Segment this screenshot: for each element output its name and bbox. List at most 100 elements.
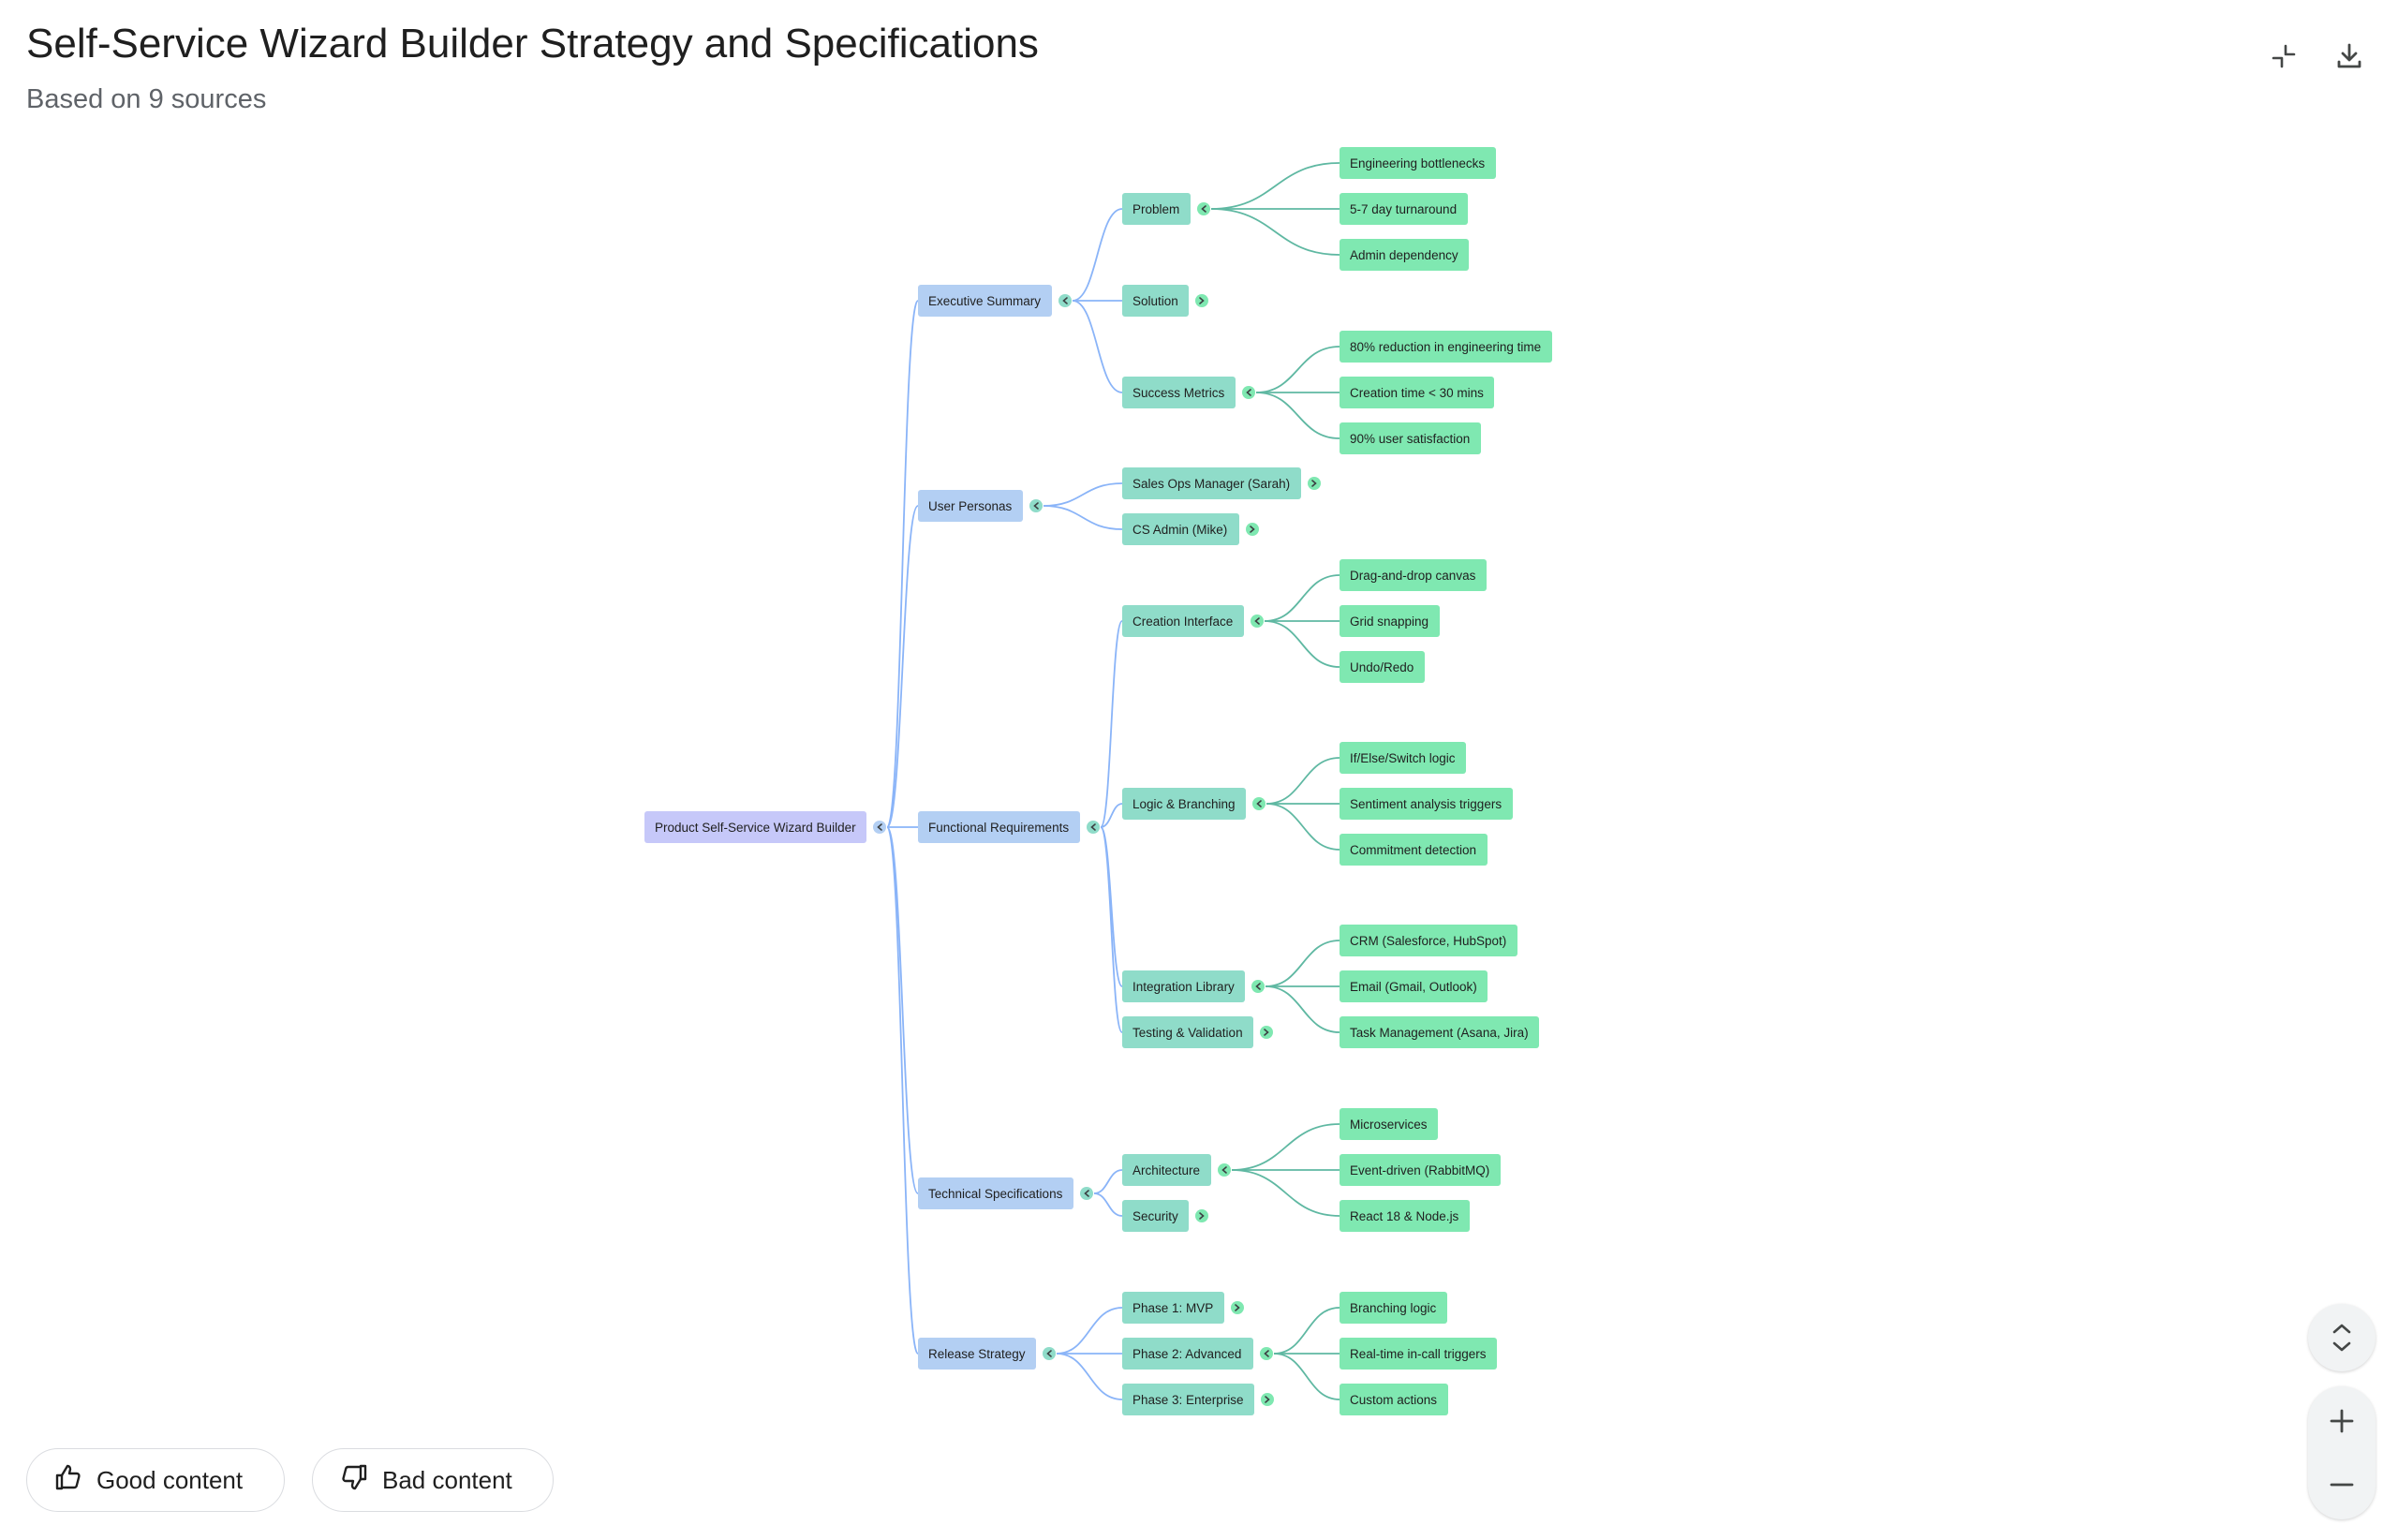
mindmap-node-c1[interactable]: Drag-and-drop canvas: [1340, 559, 1487, 591]
collapse-toggle-icon[interactable]: [1029, 499, 1043, 512]
mindmap-node-a3[interactable]: React 18 & Node.js: [1340, 1200, 1470, 1232]
collapse-toggle-icon[interactable]: [1242, 386, 1255, 399]
collapse-toggle-icon[interactable]: [1197, 202, 1210, 215]
mindmap-node-ent[interactable]: Phase 3: Enterprise: [1122, 1384, 1254, 1415]
minus-icon: [2330, 1483, 2354, 1487]
unfold-icon[interactable]: [2308, 1306, 2376, 1370]
mindmap-node-p3[interactable]: Admin dependency: [1340, 239, 1469, 271]
collapse-toggle-icon[interactable]: [1218, 1163, 1231, 1177]
node-label: Custom actions: [1350, 1393, 1437, 1407]
mindmap-node-security[interactable]: Security: [1122, 1200, 1189, 1232]
node-box: [1340, 239, 1469, 271]
collapse-toggle-icon[interactable]: [1087, 821, 1100, 834]
mindmap-node-p2[interactable]: 5-7 day turnaround: [1340, 193, 1468, 225]
mindmap-node-p1[interactable]: Engineering bottlenecks: [1340, 147, 1496, 179]
mindmap-node-logic[interactable]: Logic & Branching: [1122, 788, 1246, 820]
node-box: [1122, 1016, 1253, 1048]
mindmap-node-exec[interactable]: Executive Summary: [918, 285, 1052, 317]
mindmap-node-adv[interactable]: Phase 2: Advanced: [1122, 1338, 1253, 1370]
mindmap-node-r3[interactable]: Custom actions: [1340, 1384, 1448, 1415]
mindmap-node-c3[interactable]: Undo/Redo: [1340, 651, 1425, 683]
mindmap-node-r1[interactable]: Branching logic: [1340, 1292, 1447, 1324]
mindmap-node-func[interactable]: Functional Requirements: [918, 811, 1080, 843]
node-label: Task Management (Asana, Jira): [1350, 1026, 1529, 1040]
expand-toggle-icon[interactable]: [1231, 1301, 1244, 1314]
mindmap-node-tech[interactable]: Technical Specifications: [918, 1177, 1073, 1209]
mindmap-node-solution[interactable]: Solution: [1122, 285, 1189, 317]
node-label: 5-7 day turnaround: [1350, 202, 1457, 216]
bad-content-button[interactable]: Bad content: [312, 1448, 554, 1512]
mindmap-node-a1[interactable]: Microservices: [1340, 1108, 1438, 1140]
mindmap-node-arch[interactable]: Architecture: [1122, 1154, 1211, 1186]
edge-a1: [1231, 1123, 1340, 1171]
mindmap-node-c2[interactable]: Grid snapping: [1340, 605, 1440, 637]
mindmap-node-testing[interactable]: Testing & Validation: [1122, 1016, 1253, 1048]
mindmap-node-m1[interactable]: 80% reduction in engineering time: [1340, 331, 1552, 363]
node-box: [1340, 147, 1496, 179]
node-label: Logic & Branching: [1132, 797, 1236, 811]
mindmap-node-m3[interactable]: 90% user satisfaction: [1340, 422, 1481, 454]
collapse-toggle-icon[interactable]: [1251, 980, 1265, 993]
mindmap-node-problem[interactable]: Problem: [1122, 193, 1191, 225]
mindmap-node-sarah[interactable]: Sales Ops Manager (Sarah): [1122, 467, 1301, 499]
mindmap-node-l1[interactable]: If/Else/Switch logic: [1340, 742, 1466, 774]
edge-i3: [1265, 985, 1340, 1033]
thumbs-up-icon: [53, 1462, 83, 1499]
expand-toggle-icon[interactable]: [1246, 523, 1259, 536]
plus-icon: [2330, 1409, 2354, 1433]
expand-toggle-icon[interactable]: [1195, 1209, 1208, 1222]
node-box: [1122, 788, 1246, 820]
node-label: Phase 3: Enterprise: [1132, 1393, 1244, 1407]
edge-logic: [1100, 803, 1123, 828]
collapse-toggle-icon[interactable]: [873, 821, 886, 834]
node-label: Problem: [1132, 202, 1179, 216]
node-box: [918, 1338, 1036, 1370]
mindmap-node-a2[interactable]: Event-driven (RabbitMQ): [1340, 1154, 1501, 1186]
node-label: Microservices: [1350, 1118, 1428, 1132]
mindmap-node-integ[interactable]: Integration Library: [1122, 970, 1245, 1002]
edge-m1: [1255, 346, 1340, 393]
node-label: Security: [1132, 1209, 1178, 1223]
mindmap-node-metrics[interactable]: Success Metrics: [1122, 377, 1236, 408]
mindmap-node-l2[interactable]: Sentiment analysis triggers: [1340, 788, 1513, 820]
collapse-icon[interactable]: [2261, 34, 2306, 79]
edge-p1: [1210, 162, 1340, 210]
collapse-toggle-icon[interactable]: [1260, 1347, 1273, 1360]
collapse-toggle-icon[interactable]: [1043, 1347, 1056, 1360]
mindmap-node-release[interactable]: Release Strategy: [918, 1338, 1036, 1370]
expand-toggle-icon[interactable]: [1261, 1393, 1274, 1406]
node-box: [1340, 742, 1466, 774]
mindmap-node-m2[interactable]: Creation time < 30 mins: [1340, 377, 1494, 408]
collapse-toggle-icon[interactable]: [1251, 615, 1264, 628]
collapse-toggle-icon[interactable]: [1252, 797, 1266, 810]
node-label: Architecture: [1132, 1163, 1200, 1177]
mindmap-node-creation[interactable]: Creation Interface: [1122, 605, 1244, 637]
mindmap-node-root[interactable]: Product Self-Service Wizard Builder: [644, 811, 866, 843]
mindmap-node-l3[interactable]: Commitment detection: [1340, 834, 1488, 866]
mindmap-node-i2[interactable]: Email (Gmail, Outlook): [1340, 970, 1488, 1002]
download-icon[interactable]: [2327, 34, 2372, 79]
mindmap-node-i1[interactable]: CRM (Salesforce, HubSpot): [1340, 925, 1517, 956]
zoom-out-button[interactable]: [2308, 1453, 2376, 1517]
mindmap-node-mvp[interactable]: Phase 1: MVP: [1122, 1292, 1224, 1324]
mindmap-node-mike[interactable]: CS Admin (Mike): [1122, 513, 1239, 545]
node-label: Sales Ops Manager (Sarah): [1132, 477, 1290, 491]
expand-toggle-icon[interactable]: [1260, 1026, 1273, 1039]
collapse-toggle-icon[interactable]: [1080, 1187, 1093, 1200]
node-box: [1122, 193, 1191, 225]
good-content-button[interactable]: Good content: [26, 1448, 285, 1512]
node-label: Integration Library: [1132, 980, 1235, 994]
node-label: Drag-and-drop canvas: [1350, 569, 1476, 583]
expand-toggle-icon[interactable]: [1195, 294, 1208, 307]
expand-toggle-icon[interactable]: [1308, 477, 1321, 490]
mindmap-node-r2[interactable]: Real-time in-call triggers: [1340, 1338, 1497, 1370]
edge-l1: [1266, 757, 1340, 805]
edge-problem: [1072, 208, 1123, 302]
mindmap-node-personas[interactable]: User Personas: [918, 490, 1023, 522]
node-box: [1340, 193, 1468, 225]
node-box: [1122, 1292, 1224, 1324]
collapse-toggle-icon[interactable]: [1058, 294, 1072, 307]
mindmap-node-i3[interactable]: Task Management (Asana, Jira): [1340, 1016, 1539, 1048]
node-box: [1340, 1016, 1539, 1048]
zoom-in-button[interactable]: [2308, 1389, 2376, 1453]
